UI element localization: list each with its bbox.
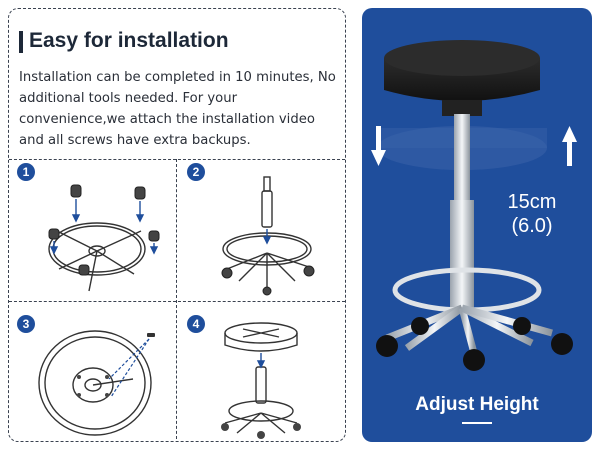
installation-description: Installation can be completed in 10 minu… <box>19 70 336 148</box>
title-accent-bar <box>19 31 23 53</box>
adjust-height-panel: 15cm (6.0) Adjust Height <box>362 8 592 442</box>
height-value: 15cm <box>507 191 557 213</box>
seat-underside-screws-icon <box>38 330 155 436</box>
installation-title: Easy for installation <box>29 29 229 52</box>
step-4-badge: 4 <box>187 315 205 333</box>
step-3-badge: 3 <box>17 315 35 333</box>
adjust-height-underline <box>462 422 492 424</box>
divider-horizontal-middle <box>9 301 345 302</box>
height-range-label: 15cm (6.0) <box>492 190 572 238</box>
step-2-badge: 2 <box>187 163 205 181</box>
assembled-stool-icon <box>221 322 301 439</box>
step-1-badge: 1 <box>17 163 35 181</box>
installation-panel: Easy for installation Installation can b… <box>8 8 346 442</box>
height-inches: (6.0) <box>511 215 553 237</box>
base-casters-icon <box>48 184 160 292</box>
adjust-height-title: Adjust Height <box>415 394 539 415</box>
height-arrows-icon <box>371 126 577 166</box>
divider-horizontal-top <box>9 159 345 160</box>
divider-vertical <box>176 159 177 441</box>
gas-lift-icon <box>221 176 315 296</box>
stool-photo <box>371 40 577 371</box>
